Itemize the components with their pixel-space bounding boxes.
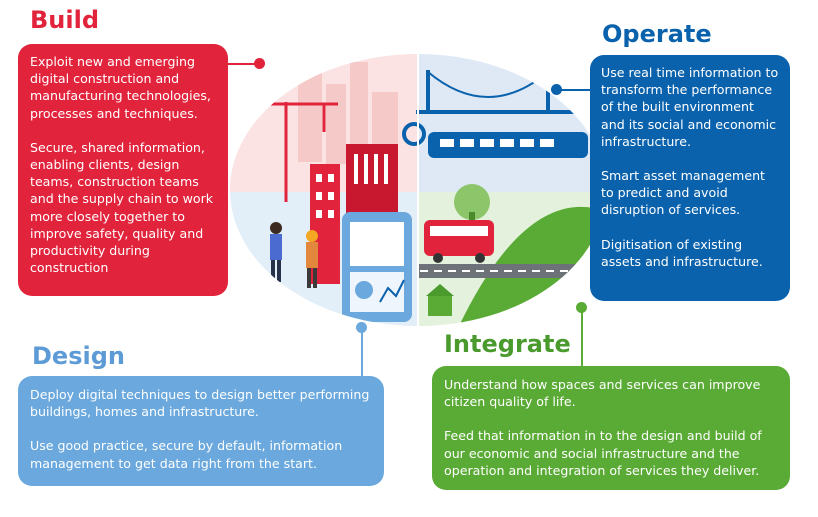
operate-connector-dot	[551, 84, 562, 95]
integrate-box: Understand how spaces and services can i…	[432, 366, 790, 490]
integrate-heading: Integrate	[444, 330, 571, 358]
build-paragraph-1: Exploit new and emerging digital constru…	[30, 54, 211, 121]
operate-box: Use real time information to transform t…	[590, 55, 790, 301]
integrate-paragraph-1: Understand how spaces and services can i…	[444, 377, 761, 410]
design-connector-line	[361, 326, 363, 378]
operate-paragraph-3: Digitisation of existing assets and infr…	[601, 236, 763, 269]
design-heading: Design	[32, 342, 125, 370]
build-connector-dot	[254, 58, 265, 69]
build-box: Exploit new and emerging digital constru…	[18, 44, 228, 296]
operate-quadrant-background	[418, 54, 606, 192]
design-box: Deploy digital techniques to design bett…	[18, 376, 384, 486]
integrate-connector-dot	[576, 302, 587, 313]
design-paragraph-1: Deploy digital techniques to design bett…	[30, 387, 370, 420]
design-paragraph-2: Use good practice, secure by default, in…	[30, 438, 343, 471]
build-connector-line	[228, 63, 258, 65]
bus-icon	[424, 220, 494, 263]
integrate-connector-line	[581, 306, 583, 368]
operate-connector-line	[558, 89, 590, 91]
gear-icon	[402, 122, 426, 146]
road	[418, 264, 606, 278]
operate-heading: Operate	[602, 20, 712, 48]
house-icon	[426, 284, 454, 316]
build-paragraph-2: Secure, shared information, enabling cli…	[30, 139, 214, 276]
operate-paragraph-1: Use real time information to transform t…	[601, 65, 779, 149]
tablet-icon	[342, 212, 412, 322]
integrate-paragraph-2: Feed that information in to the design a…	[444, 428, 762, 478]
train-icon	[428, 132, 588, 158]
design-connector-dot	[356, 322, 367, 333]
city-illustration	[230, 54, 606, 326]
build-heading: Build	[30, 6, 100, 34]
operate-paragraph-2: Smart asset management to predict and av…	[601, 168, 765, 218]
workers-icon	[270, 222, 318, 288]
